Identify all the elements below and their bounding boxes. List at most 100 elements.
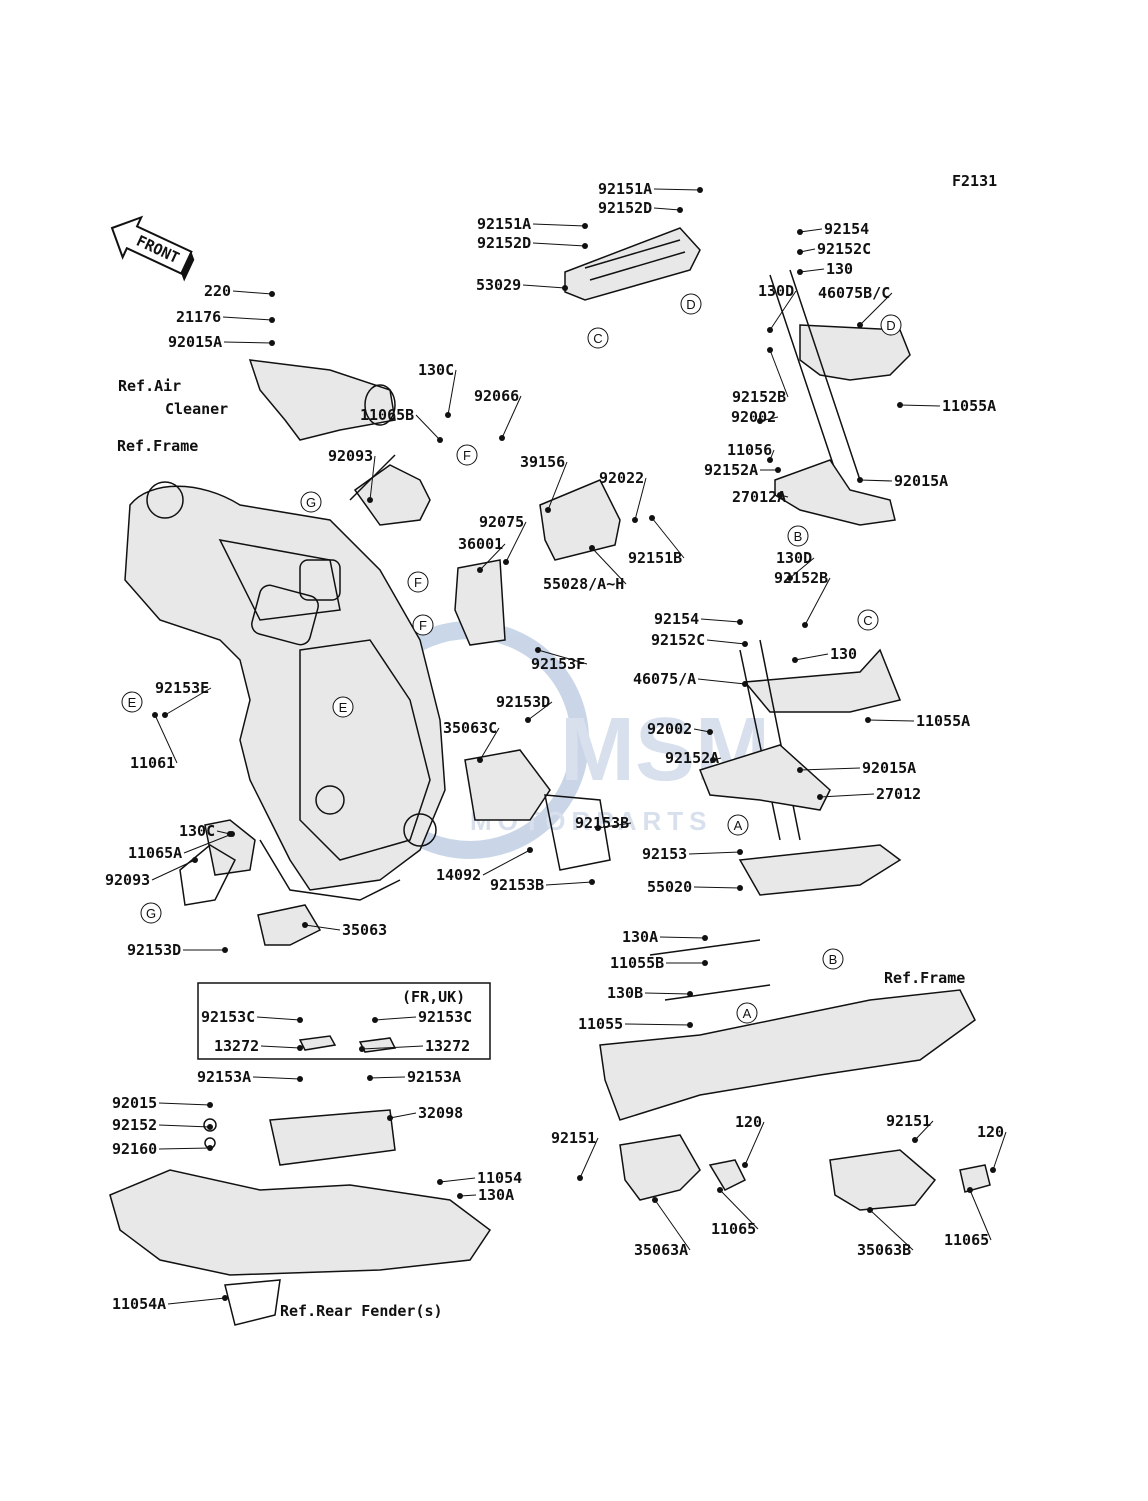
front-arrow-icon: FRONT — [110, 215, 195, 282]
fastener-marker-6 — [797, 249, 803, 255]
leader-line-24 — [547, 461, 568, 511]
part-label-59: 11055 — [578, 1015, 623, 1033]
part-label-3: 92152D — [477, 234, 531, 252]
bracket-lower-right — [699, 639, 902, 841]
fastener-marker-3 — [582, 243, 588, 249]
leader-line-26 — [505, 521, 527, 563]
leader-line-22 — [859, 479, 893, 482]
callout-f-2: F — [407, 571, 429, 593]
part-label-44: 92015A — [862, 759, 916, 777]
part-label-8: 130D — [758, 282, 794, 300]
leader-line-65 — [369, 1076, 406, 1079]
part-label-58: 130B — [607, 984, 643, 1002]
part-label-10: 92152B — [732, 388, 786, 406]
fastener-marker-55 — [222, 947, 228, 953]
leader-line-18 — [369, 455, 376, 501]
part-label-18: 92093 — [328, 447, 373, 465]
part-label-76: 35063A — [634, 1241, 688, 1259]
part-label-75: 120 — [977, 1123, 1004, 1141]
fastener-marker-47 — [595, 825, 601, 831]
leader-line-28 — [479, 543, 506, 571]
fastener-marker-23 — [777, 492, 783, 498]
leader-line-69 — [158, 1147, 211, 1150]
part-label-54: 35063 — [342, 921, 387, 939]
leader-line-29 — [591, 547, 627, 585]
rear-fender — [109, 1109, 492, 1326]
leader-line-30 — [789, 557, 815, 579]
callout-b-lower: B — [822, 948, 844, 970]
part-label-36: 11055A — [916, 712, 970, 730]
leader-line-67 — [158, 1102, 211, 1106]
fastener-marker-16 — [499, 435, 505, 441]
fastener-marker-72 — [912, 1137, 918, 1143]
leader-line-79 — [969, 1189, 992, 1241]
svg-text:F: F — [463, 448, 471, 463]
part-label-40: 92153D — [496, 693, 550, 711]
leader-line-68 — [158, 1124, 211, 1128]
leader-line-74 — [579, 1137, 599, 1179]
fastener-marker-56 — [702, 935, 708, 941]
callout-g-2: G — [140, 902, 162, 924]
part-label-23: 27012A — [732, 488, 786, 506]
leader-line-39 — [154, 714, 178, 764]
leader-line-53 — [693, 886, 741, 889]
fastener-marker-0 — [697, 187, 703, 193]
part-label-0: 92151A — [598, 180, 652, 198]
fastener-marker-19 — [757, 418, 763, 424]
callout-f-1: F — [456, 444, 478, 466]
part-label-19: 92002 — [731, 408, 776, 426]
part-label-30: 130D — [776, 549, 812, 567]
leader-line-11 — [899, 404, 941, 407]
svg-text:E: E — [339, 700, 348, 715]
leader-line-8 — [769, 290, 797, 331]
fastener-marker-51 — [737, 849, 743, 855]
part-label-20: 11056 — [727, 441, 772, 459]
leader-line-47 — [597, 822, 632, 829]
leader-line-78 — [869, 1209, 914, 1251]
part-label-28: 36001 — [458, 535, 503, 553]
leader-line-17 — [415, 414, 441, 441]
svg-text:E: E — [128, 695, 137, 710]
fastener-marker-65 — [367, 1075, 373, 1081]
svg-text:G: G — [306, 495, 316, 510]
leader-line-50 — [482, 849, 531, 876]
part-label-65: 92153A — [407, 1068, 461, 1086]
fastener-marker-38 — [162, 712, 168, 718]
bracket-center — [454, 479, 621, 646]
part-label-24: 39156 — [520, 453, 565, 471]
leader-line-52 — [545, 881, 593, 886]
part-number-labels: 92151A92152D92151A92152D530299215492152C… — [105, 180, 1004, 1313]
fastener-marker-61 — [372, 1017, 378, 1023]
fastener-marker-41 — [707, 729, 713, 735]
fastener-marker-52 — [589, 879, 595, 885]
leader-line-80 — [167, 1297, 226, 1305]
plate-53029 — [564, 227, 701, 301]
part-label-73: 120 — [735, 1113, 762, 1131]
fastener-marker-59 — [687, 1022, 693, 1028]
fastener-marker-43 — [710, 757, 716, 763]
part-label-64: 92153A — [197, 1068, 251, 1086]
fastener-marker-24 — [545, 507, 551, 513]
part-label-17: 11065B — [360, 406, 414, 424]
leader-line-1 — [653, 207, 681, 211]
fastener-marker-53 — [737, 885, 743, 891]
leader-line-72 — [914, 1120, 934, 1141]
leader-line-38 — [164, 687, 212, 716]
ref-air-cleaner-line1: Ref.Air — [118, 377, 181, 395]
fastener-marker-36 — [865, 717, 871, 723]
fastener-marker-25 — [632, 517, 638, 523]
part-label-79: 11065 — [944, 1231, 989, 1249]
part-label-6: 92152C — [817, 240, 871, 258]
part-label-48: 11065A — [128, 844, 182, 862]
part-label-62: 13272 — [214, 1037, 259, 1055]
fastener-marker-13 — [269, 317, 275, 323]
fastener-marker-48 — [229, 831, 235, 837]
callout-c-right: C — [857, 609, 879, 631]
part-label-15: 130C — [418, 361, 454, 379]
part-label-55: 92153D — [127, 941, 181, 959]
part-label-51: 92153 — [642, 845, 687, 863]
svg-text:D: D — [886, 318, 895, 333]
fastener-marker-50 — [527, 847, 533, 853]
leader-line-34 — [794, 653, 829, 661]
callout-d-right: D — [880, 314, 902, 336]
